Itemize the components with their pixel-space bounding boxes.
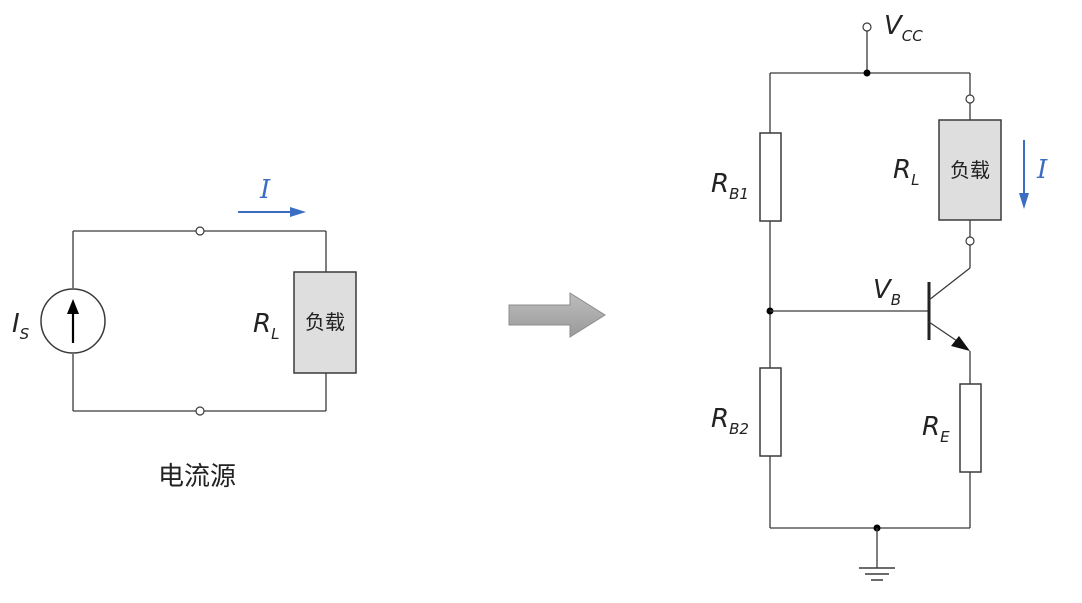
current-arrow-icon	[1019, 140, 1029, 209]
load-label: RL	[253, 309, 279, 343]
load-block	[293, 271, 357, 374]
terminal-bottom	[195, 406, 205, 416]
caption: 电流源	[158, 462, 236, 492]
load-block	[938, 119, 1002, 221]
terminal-top	[195, 226, 205, 236]
base-label: VB	[873, 275, 901, 309]
vcc-terminal	[862, 22, 872, 32]
rb2-label: RB2	[711, 404, 749, 438]
load-bottom-terminal	[965, 236, 975, 246]
right-arrow-icon	[508, 292, 606, 338]
npn-transistor-icon	[927, 267, 971, 351]
rb1-resistor	[759, 132, 782, 222]
load-text: 负载	[950, 158, 990, 182]
rb1-label: RB1	[711, 169, 749, 203]
vcc-label: VCC	[884, 11, 923, 45]
ground-icon	[859, 567, 895, 581]
re-resistor	[959, 383, 982, 473]
transistor-circuit: VCC RB1 RB2 VB 负载 RL	[711, 11, 1048, 581]
current-label: I	[259, 175, 271, 205]
current-source-icon	[40, 288, 106, 354]
load-text: 负载	[305, 310, 345, 334]
re-label: RE	[922, 412, 950, 446]
current-arrow-icon	[238, 207, 306, 217]
vcc-node	[863, 69, 871, 77]
source-label: IS	[12, 309, 30, 343]
rb2-resistor	[759, 367, 782, 457]
current-label: I	[1036, 155, 1048, 185]
current-source-circuit: IS 负载 RL I 电流源	[12, 175, 357, 492]
load-label: RL	[893, 155, 919, 189]
load-top-terminal	[965, 94, 975, 104]
